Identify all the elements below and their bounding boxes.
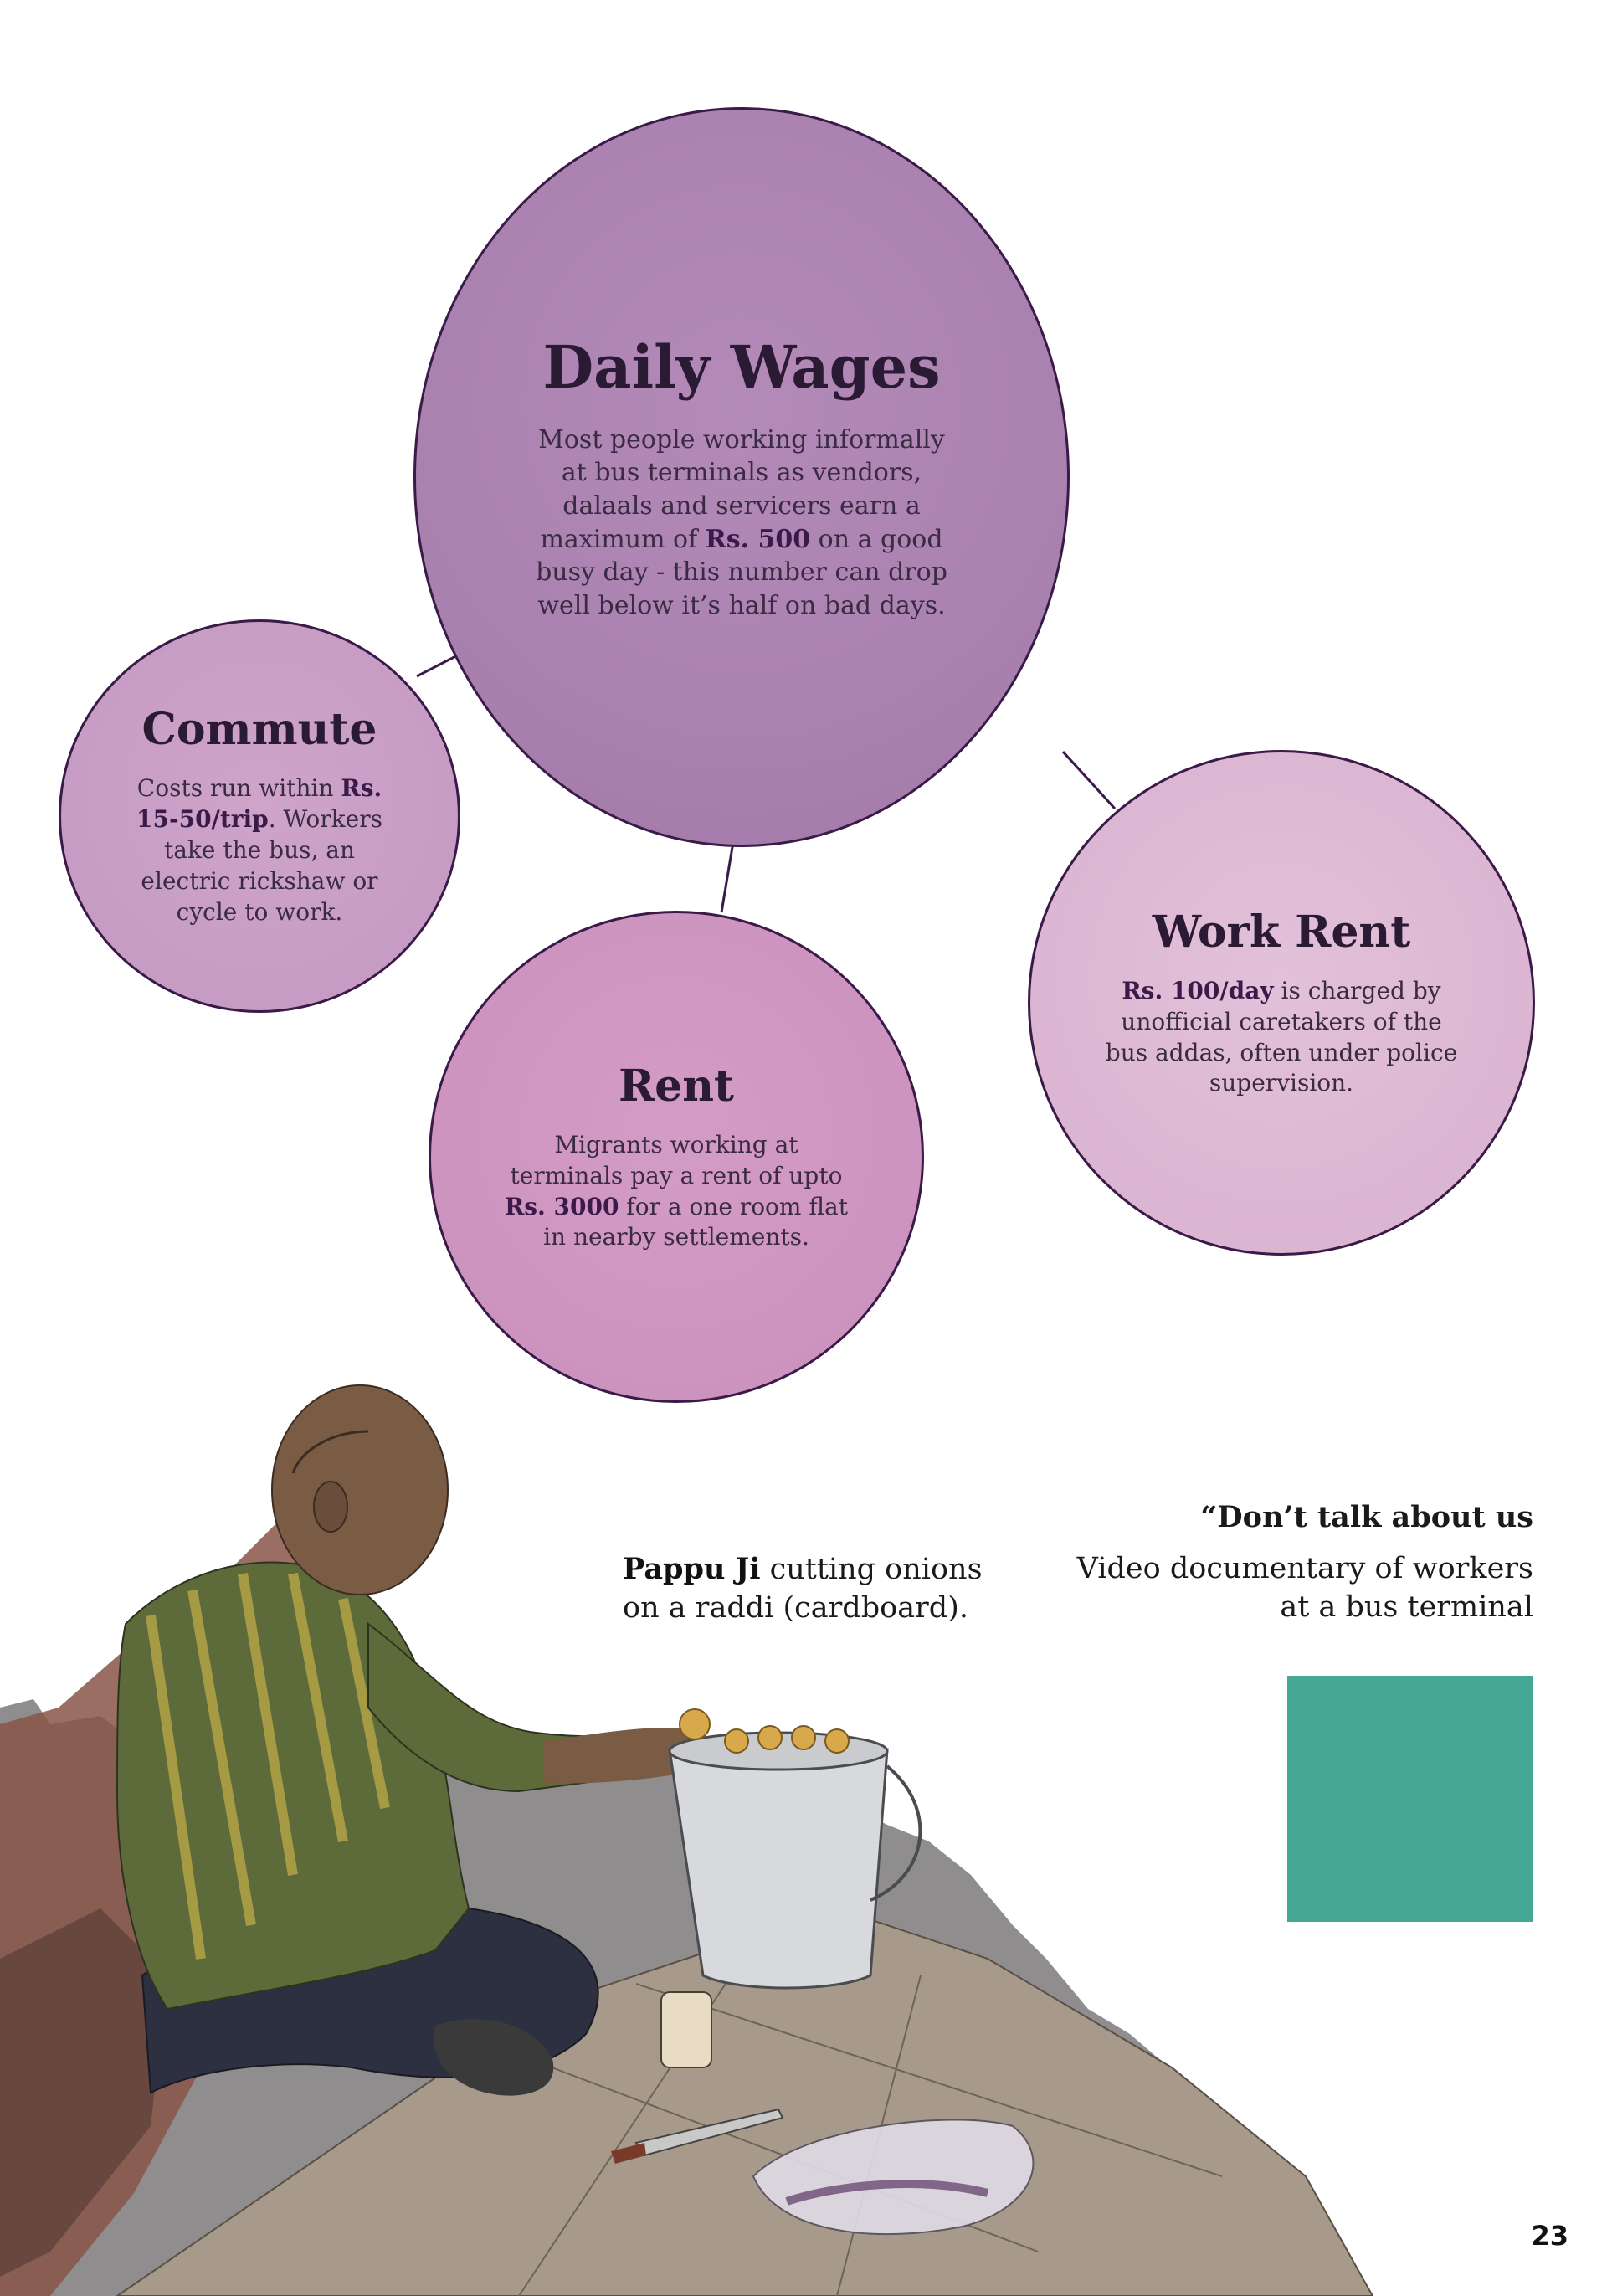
rent-amount: Rs. 3000	[504, 1192, 619, 1220]
caption-name: Pappu Ji	[623, 1552, 761, 1586]
rent-bubble: Rent Migrants working at terminals pay a…	[429, 911, 924, 1403]
daily-wages-title: Daily Wages	[542, 331, 941, 402]
rent-text: Migrants working at terminals pay a rent…	[504, 1130, 848, 1251]
video-title: “Don’t talk about us	[1200, 1500, 1533, 1534]
work-rent-title: Work Rent	[1152, 906, 1411, 958]
caption-text: cutting onions on a raddi (cardboard).	[623, 1553, 983, 1625]
commute-bubble: Commute Costs run within Rs. 15-50/trip.…	[59, 619, 460, 1013]
rent-title: Rent	[618, 1060, 735, 1112]
work-rent-amount: Rs. 100/day	[1122, 976, 1274, 1004]
worker-illustration	[0, 1384, 1374, 2296]
commute-amount: Rs. 15-50/trip	[136, 774, 382, 834]
work-rent-bubble: Work Rent Rs. 100/day is charged by unof…	[1028, 750, 1535, 1256]
video-thumbnail[interactable]	[1287, 1676, 1533, 1922]
daily-wages-text: Most people working informally at bus te…	[536, 424, 947, 620]
work-rent-text: Rs. 100/day is charged by unofficial car…	[1105, 976, 1458, 1097]
page-number: 23	[1531, 2220, 1568, 2252]
video-documentary-block: “Don’t talk about us Video documentary o…	[1065, 1500, 1533, 1626]
video-subtitle: Video documentary of workers at a bus te…	[1076, 1552, 1533, 1625]
daily-wages-bubble: Daily Wages Most people working informal…	[413, 107, 1070, 847]
daily-wages-amount: Rs. 500	[705, 524, 811, 554]
commute-title: Commute	[141, 704, 377, 756]
commute-text: Costs run within Rs. 15-50/trip. Workers…	[136, 774, 382, 926]
illustration-caption: Pappu Ji cutting onions on a raddi (card…	[623, 1550, 1008, 1627]
